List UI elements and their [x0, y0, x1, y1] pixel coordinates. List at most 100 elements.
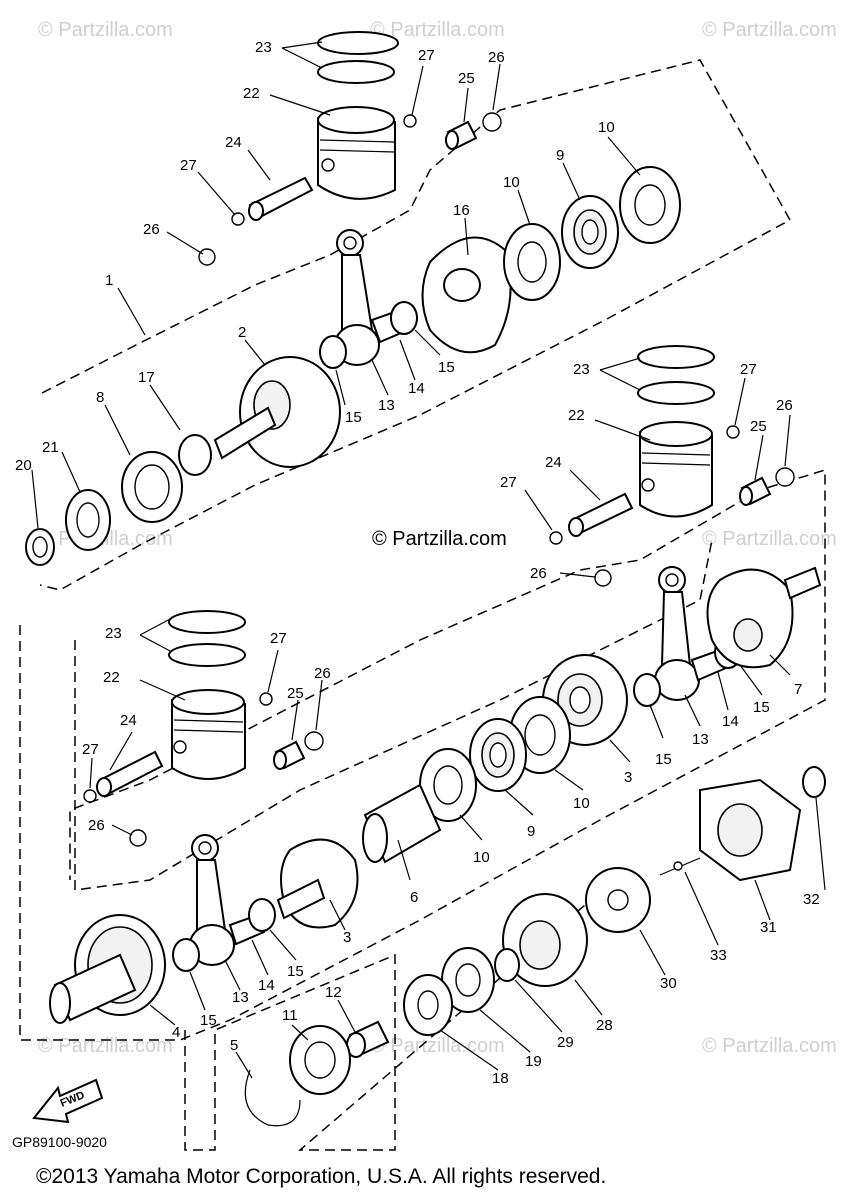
callout-10: 10: [473, 849, 490, 866]
washer-32: [802, 766, 826, 798]
callout-14: 14: [408, 380, 425, 397]
group-outline-crankshaft-lower-left: [74, 539, 713, 891]
washer-left-left: [129, 829, 147, 847]
needle-bearing-upper: [445, 120, 478, 150]
callout-15: 15: [438, 359, 455, 376]
thrust-washer-upper-left: [319, 335, 347, 369]
callout-24: 24: [545, 454, 562, 471]
callout-23: 23: [105, 625, 122, 642]
crank-web-16: [421, 236, 512, 354]
callout-4: 4: [172, 1024, 180, 1041]
callout-13: 13: [692, 731, 709, 748]
callout-16: 16: [453, 202, 470, 219]
callout-3: 3: [343, 929, 351, 946]
callout-26: 26: [143, 221, 160, 238]
callout-26: 26: [314, 665, 331, 682]
circlip-upper-right: [403, 114, 417, 128]
callout-24: 24: [120, 712, 137, 729]
bushing-20: [25, 528, 55, 566]
callout-15: 15: [287, 963, 304, 980]
callout-21: 21: [42, 439, 59, 456]
piston-left: [171, 689, 246, 780]
forward-arrow-icon: FWD: [32, 1078, 104, 1124]
callout-26: 26: [88, 817, 105, 834]
watermark-top-right: © Partzilla.com: [702, 19, 837, 41]
pump-gear-28: [502, 893, 588, 987]
watermark-center: © Partzilla.com: [372, 528, 507, 550]
callout-27: 27: [270, 630, 287, 647]
piston-ring-right-2: [637, 381, 715, 405]
callout-7: 7: [794, 681, 802, 698]
callout-6: 6: [410, 889, 418, 906]
washer-right-left: [594, 569, 612, 587]
oil-seal-9-mid: [469, 718, 527, 792]
callout-15: 15: [345, 409, 362, 426]
callout-15: 15: [655, 751, 672, 768]
callout-25: 25: [750, 418, 767, 435]
piston-right: [639, 421, 713, 518]
crank-web-3-lower: [276, 838, 359, 929]
connecting-rod-upper: [334, 229, 380, 366]
watermark-mid-right: © Partzilla.com: [702, 528, 837, 550]
bearing-10-upper-b: [619, 166, 681, 244]
callout-22: 22: [243, 85, 260, 102]
thrust-washer-left-right: [248, 898, 276, 932]
callout-13: 13: [232, 989, 249, 1006]
group-outline-crankshaft-upper: [39, 59, 792, 591]
impeller-30: [585, 867, 651, 933]
bearing-11: [289, 1025, 351, 1095]
seal-19: [441, 947, 495, 1013]
connecting-rod-right: [654, 566, 700, 701]
callout-26: 26: [776, 397, 793, 414]
piston-ring-upper-2: [317, 60, 395, 84]
watermark-bottom-center: © Partzilla.com: [370, 1035, 505, 1057]
callout-26: 26: [530, 565, 547, 582]
callout-18: 18: [492, 1070, 509, 1087]
spacer-17: [178, 434, 212, 476]
piston-pin-right: [568, 492, 634, 537]
callout-2: 2: [238, 324, 246, 341]
group-outline-oil-pump: [184, 894, 601, 1151]
leader-lines: [31, 41, 826, 1079]
callout-14: 14: [722, 713, 739, 730]
diagram-code: GP89100-9020: [12, 1134, 107, 1150]
washer-upper-right: [482, 112, 502, 132]
callout-27: 27: [180, 157, 197, 174]
watermark-bottom-left: © Partzilla.com: [38, 1035, 173, 1057]
pin-33: [659, 857, 701, 876]
snap-ring-5: [244, 1069, 301, 1127]
crank-web-7: [706, 566, 822, 669]
callout-14: 14: [258, 977, 275, 994]
callout-26: 26: [488, 49, 505, 66]
circlip-right-left: [549, 531, 563, 545]
copyright-notice: ©2013 Yamaha Motor Corporation, U.S.A. A…: [36, 1165, 606, 1188]
circlip-upper-left: [231, 212, 245, 226]
watermark-bottom-right: © Partzilla.com: [702, 1035, 837, 1057]
thrust-washer-upper-right: [390, 301, 418, 335]
callout-27: 27: [740, 361, 757, 378]
spacer-12: [346, 1020, 390, 1058]
bearing-10-mid-b: [419, 748, 477, 822]
callout-10: 10: [598, 119, 615, 136]
thrust-washer-left-left: [172, 938, 200, 972]
washer-upper-left: [198, 248, 216, 266]
callout-31: 31: [760, 919, 777, 936]
center-shaft-6: [362, 783, 442, 864]
callout-10: 10: [573, 795, 590, 812]
connecting-rod-left: [189, 834, 235, 966]
callout-30: 30: [660, 975, 677, 992]
piston-ring-upper-1: [317, 31, 399, 55]
piston-pin-left: [96, 750, 164, 797]
circlip-left-left: [83, 789, 97, 803]
callout-24: 24: [225, 134, 242, 151]
callout-9: 9: [556, 147, 564, 164]
callout-9: 9: [527, 823, 535, 840]
needle-bearing-right: [739, 476, 772, 506]
callout-25: 25: [287, 685, 304, 702]
piston-ring-left-1: [168, 610, 246, 634]
circlip-right-right: [726, 425, 740, 439]
circlip-left-right: [259, 692, 273, 706]
callout-13: 13: [378, 397, 395, 414]
crank-web-2: [213, 356, 341, 468]
